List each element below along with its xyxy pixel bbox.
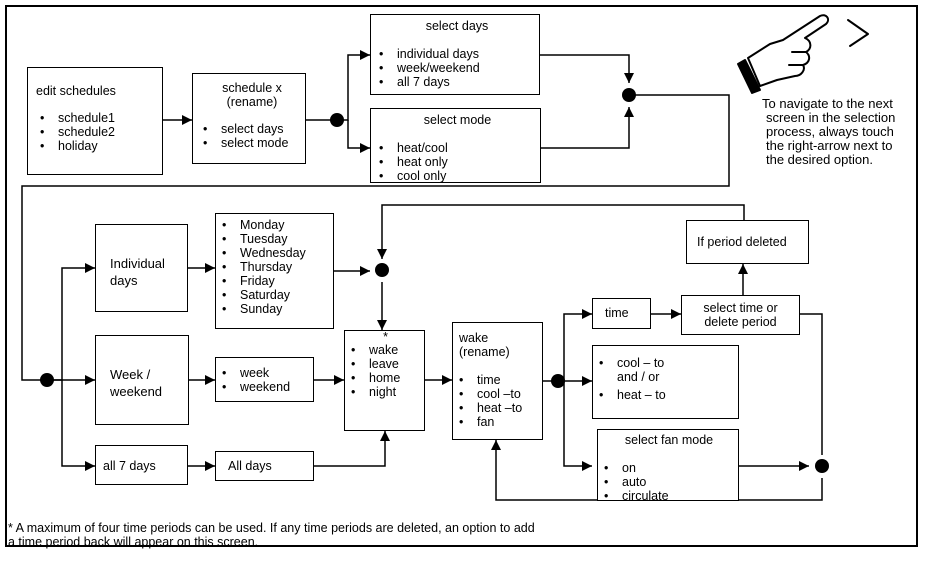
list-item: night bbox=[347, 385, 424, 399]
week-list-box: week weekend bbox=[215, 357, 314, 402]
individual-days-box: Individual days bbox=[95, 224, 188, 312]
edit-schedules-box: edit schedules schedule1 schedule2 holid… bbox=[27, 67, 163, 175]
note-line: screen in the selection bbox=[766, 110, 896, 125]
select-time-label-2: delete period bbox=[704, 315, 777, 329]
list-item: on bbox=[600, 461, 738, 475]
list-item: holiday bbox=[36, 139, 162, 153]
footnote: * A maximum of four time periods can be … bbox=[8, 521, 535, 549]
time-box: time bbox=[592, 298, 651, 329]
select-mode-box: select mode heat/cool heat only cool onl… bbox=[370, 108, 541, 183]
select-fan-mode-title: select fan mode bbox=[624, 433, 714, 447]
week-weekend-label-1: Week / bbox=[110, 367, 151, 382]
list-item: time bbox=[455, 373, 542, 387]
list-item: heat/cool bbox=[375, 141, 540, 155]
list-item: cool – to bbox=[595, 356, 738, 370]
list-item: schedule2 bbox=[36, 125, 162, 139]
footnote-line-2: a time period back will appear on this s… bbox=[8, 535, 259, 549]
note-line: To navigate to the next bbox=[762, 96, 893, 111]
list-item: Thursday bbox=[218, 260, 333, 274]
list-item: fan bbox=[455, 415, 542, 429]
individual-days-label-2: days bbox=[110, 273, 138, 288]
list-item: select days bbox=[199, 122, 305, 136]
list-item: Tuesday bbox=[218, 232, 333, 246]
list-item: wake bbox=[347, 343, 424, 357]
list-item: schedule1 bbox=[36, 111, 162, 125]
list-item: week/weekend bbox=[375, 61, 539, 75]
list-item: cool –to bbox=[455, 387, 542, 401]
periods-box: * wake leave home night bbox=[344, 330, 425, 431]
wake-rename-box: wake (rename) time cool –to heat –to fan bbox=[452, 322, 543, 440]
list-item: all 7 days bbox=[375, 75, 539, 89]
list-item: Saturday bbox=[218, 288, 333, 302]
note-line: the right-arrow next to bbox=[766, 138, 893, 153]
select-fan-mode-box: select fan mode on auto circulate bbox=[597, 429, 739, 503]
list-item: circulate bbox=[600, 489, 738, 503]
diagram-frame bbox=[5, 5, 918, 547]
select-mode-title: select mode bbox=[423, 113, 492, 127]
list-item: auto bbox=[600, 475, 738, 489]
list-item: weekend bbox=[218, 380, 313, 394]
week-weekend-box: Week / weekend bbox=[95, 335, 189, 425]
and-or-label: and / or bbox=[617, 370, 660, 384]
all-7-days-label: all 7 days bbox=[103, 459, 156, 473]
max-periods-marker: * bbox=[383, 330, 388, 344]
list-item: Monday bbox=[218, 218, 333, 232]
all-days-box: All days bbox=[215, 451, 314, 481]
select-time-label-1: select time or bbox=[703, 301, 778, 315]
list-item: Wednesday bbox=[218, 246, 333, 260]
edit-schedules-title: edit schedules bbox=[36, 84, 116, 98]
if-period-deleted-box: If period deleted bbox=[686, 220, 809, 264]
list-item: individual days bbox=[375, 47, 539, 61]
list-item: select mode bbox=[199, 136, 305, 150]
pointing-hand-icon bbox=[737, 14, 869, 94]
list-item: heat –to bbox=[455, 401, 542, 415]
list-item: heat only bbox=[375, 155, 540, 169]
list-item: week bbox=[218, 366, 313, 380]
all-days-label: All days bbox=[228, 459, 272, 473]
navigation-note: To navigate to the next screen in the se… bbox=[762, 97, 922, 167]
schedule-x-subtitle: (rename) bbox=[226, 95, 278, 109]
wake-title: wake bbox=[459, 331, 489, 345]
list-item: Sunday bbox=[218, 302, 333, 316]
days-list-box: Monday Tuesday Wednesday Thursday Friday… bbox=[215, 213, 334, 329]
footnote-line-1: * A maximum of four time periods can be … bbox=[8, 521, 535, 535]
select-days-box: select days individual days week/weekend… bbox=[370, 14, 540, 95]
individual-days-label-1: Individual bbox=[110, 256, 165, 271]
select-time-box: select time or delete period bbox=[681, 295, 800, 335]
list-item: heat – to bbox=[595, 388, 738, 402]
time-label: time bbox=[605, 306, 629, 320]
cool-heat-box: cool – to and / or heat – to bbox=[592, 345, 739, 419]
if-period-deleted-label: If period deleted bbox=[697, 235, 787, 249]
list-item: cool only bbox=[375, 169, 540, 183]
select-days-title: select days bbox=[425, 19, 489, 33]
schedule-x-title: schedule x bbox=[222, 81, 282, 95]
list-item: Friday bbox=[218, 274, 333, 288]
all-7-days-box: all 7 days bbox=[95, 445, 188, 485]
list-item: home bbox=[347, 371, 424, 385]
week-weekend-label-2: weekend bbox=[110, 384, 163, 399]
schedule-x-box: schedule x (rename) select days select m… bbox=[192, 73, 306, 164]
wake-subtitle: (rename) bbox=[459, 345, 510, 359]
note-line: the desired option. bbox=[766, 152, 873, 167]
list-item: leave bbox=[347, 357, 424, 371]
note-line: process, always touch bbox=[766, 124, 894, 139]
